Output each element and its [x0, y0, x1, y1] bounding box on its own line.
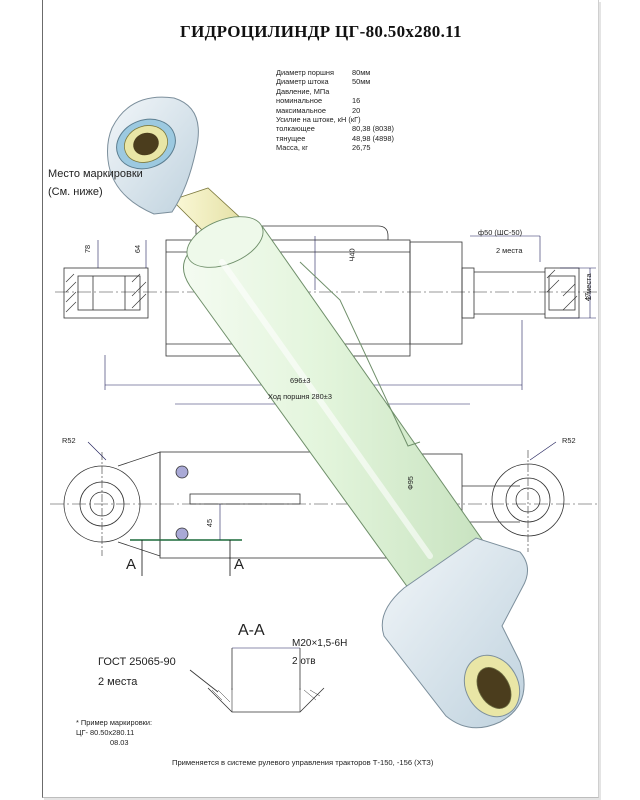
spec-row: Давление, МПа	[276, 86, 330, 96]
marking-example-code: ЦГ- 80.50х280.11	[76, 728, 135, 737]
barrel-highlight	[219, 259, 433, 559]
gost-label: ГОСТ 25065-90	[98, 656, 176, 668]
section-hatch	[211, 689, 321, 703]
length-dim: 696±3	[290, 376, 311, 385]
port-top	[175, 465, 189, 479]
bottom-eye-hole	[476, 667, 512, 709]
barrel-tube	[299, 261, 421, 447]
barrel-3d	[183, 222, 492, 610]
port-slot	[189, 493, 301, 505]
hatch-left	[65, 273, 147, 313]
dim-78: 78	[83, 244, 93, 254]
two-places-label: 2 места	[496, 246, 523, 255]
dim-40: Ч40	[347, 248, 357, 262]
radius-left: R52	[62, 436, 76, 445]
cylinder-3d-render	[107, 96, 528, 729]
cut-arrows	[141, 540, 231, 576]
marking-place-label: Место маркировки	[48, 168, 143, 180]
rod-nut	[461, 267, 475, 319]
cut-label-left: A	[126, 556, 137, 573]
marking-example: * Пример маркировки: ЦГ- 80.50х280.11 08…	[76, 718, 152, 748]
two-places-vertical: 2 места	[584, 273, 593, 300]
marking-example-date: 08.03	[110, 738, 129, 747]
cut-label-right: A	[234, 556, 245, 573]
dim-45: 45	[205, 518, 215, 528]
barrel-end-3d	[186, 216, 264, 268]
stroke-dim: Ход поршня 280±3	[268, 392, 332, 401]
gost-leader	[189, 669, 219, 693]
section-profile	[207, 687, 325, 713]
section-title: A-A	[238, 622, 265, 639]
spec-row: Усилие на штоке, кН (кГ)	[276, 115, 361, 125]
thread-count: 2 отв	[292, 656, 316, 667]
footer-note: Применяется в системе рулевого управлени…	[172, 758, 434, 767]
gost-places: 2 места	[98, 676, 138, 688]
hatch-right	[546, 269, 578, 311]
dim-64: 64	[133, 244, 143, 254]
dimension-lines	[97, 235, 596, 405]
top-eye-hole	[133, 132, 159, 156]
marking-example-heading: * Пример маркировки:	[76, 718, 153, 727]
see-below-label: (См. ниже)	[48, 186, 103, 198]
left-eye-block	[63, 267, 149, 319]
right-eye-block	[544, 267, 580, 319]
thread-spec: M20×1,5-6H	[292, 638, 348, 649]
page-frame	[42, 0, 599, 798]
port-bottom	[175, 527, 189, 541]
gland	[409, 241, 463, 345]
dim-95: Ф95	[405, 476, 415, 490]
section-aa-detail	[189, 647, 325, 713]
drawing-title: ГИДРОЦИЛИНДР ЦГ-80.50х280.11	[180, 22, 462, 41]
pipe	[195, 225, 389, 240]
radius-right: R52	[562, 436, 576, 445]
left-bearing	[77, 275, 141, 311]
fitting-label: ф50 (ШС-50)	[478, 228, 523, 237]
